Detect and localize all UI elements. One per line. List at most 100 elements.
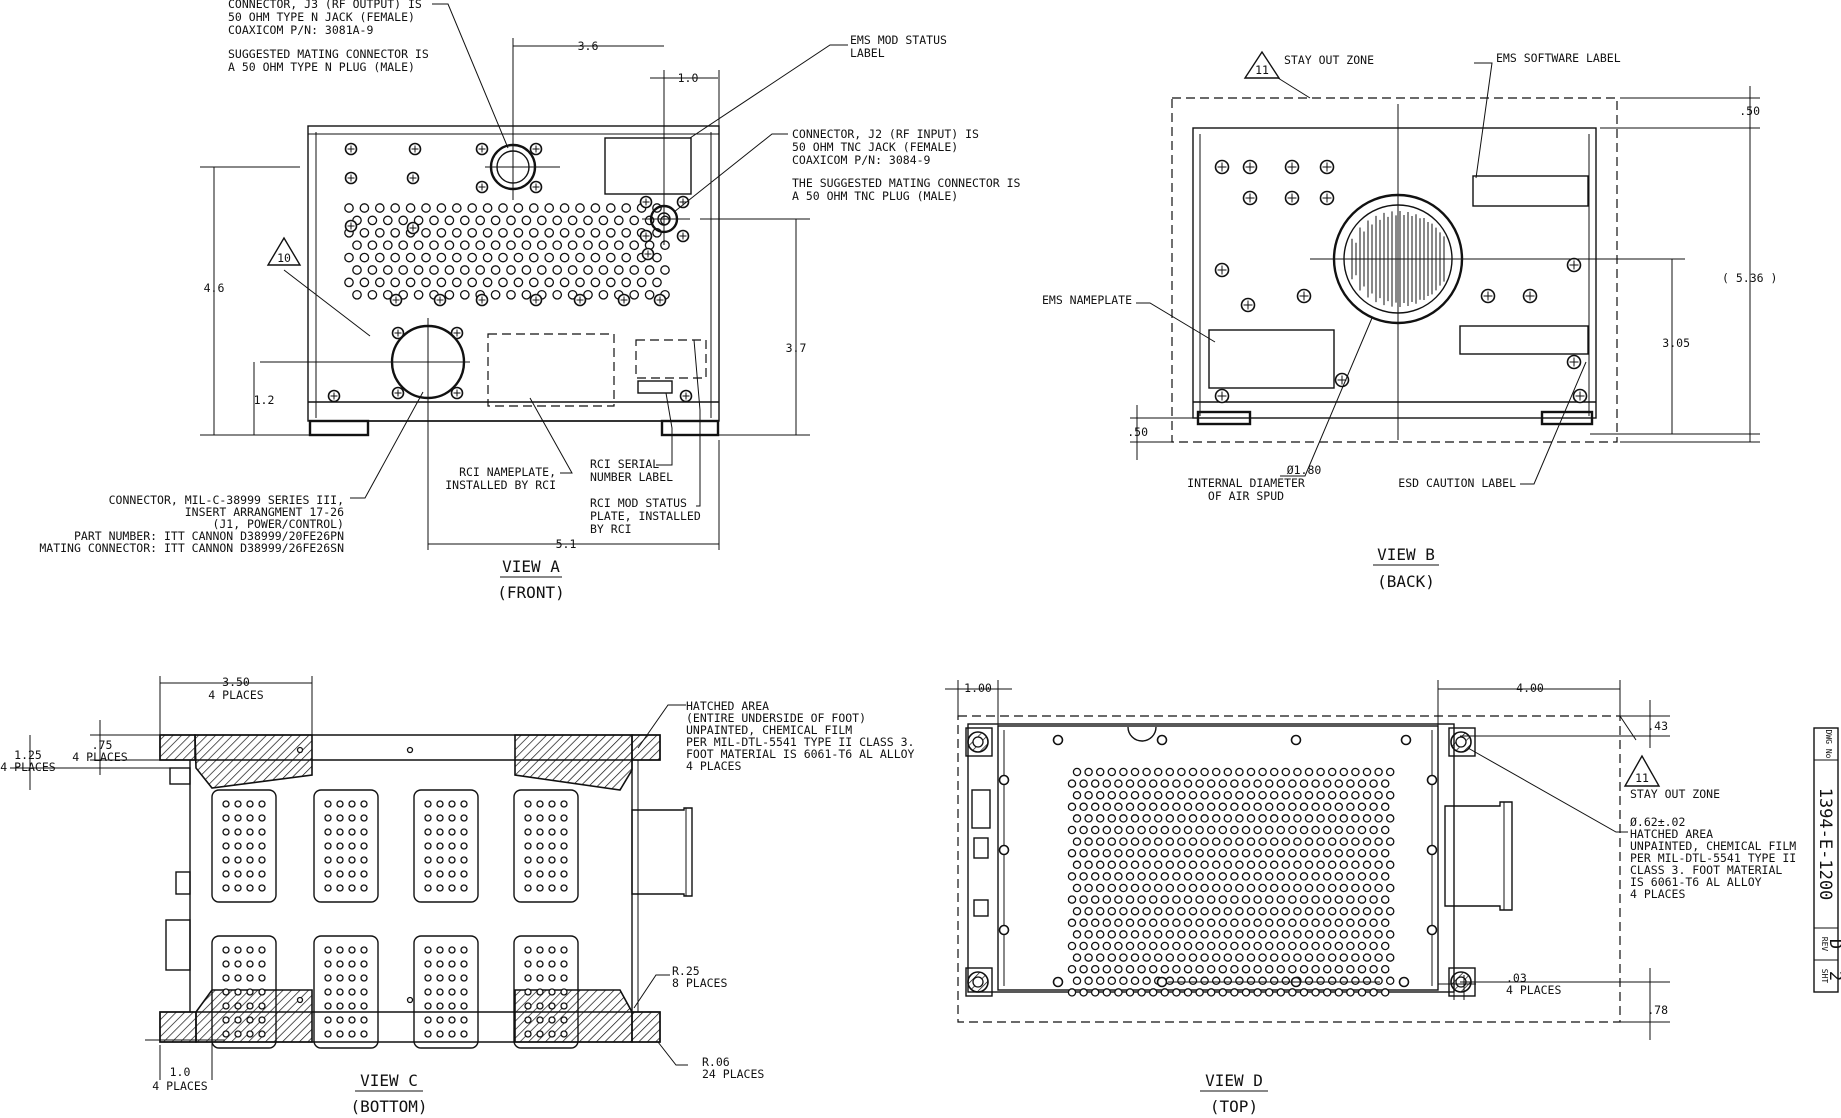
view-d-flag-11 — [1623, 754, 1661, 787]
vent-hole — [436, 828, 444, 836]
vent-hole — [222, 842, 230, 850]
vent-hole — [521, 265, 532, 275]
vent-hole — [258, 946, 266, 954]
vent-hole — [382, 215, 393, 226]
vent-hole — [1130, 906, 1140, 916]
vent-hole — [352, 240, 362, 251]
vent-hole — [1258, 976, 1267, 986]
vent-hole — [448, 814, 456, 822]
vent-hole — [644, 265, 655, 275]
vent-hole — [1322, 941, 1332, 951]
vent-hole — [1095, 930, 1105, 939]
vent-hole — [460, 800, 468, 808]
vent-hole — [1311, 825, 1320, 835]
vent-hole — [1327, 837, 1337, 846]
vent-hole — [1362, 930, 1372, 939]
vent-hole — [1304, 930, 1314, 939]
vent-hole — [405, 203, 416, 213]
vent-hole — [1200, 814, 1209, 823]
vent-hole — [1346, 895, 1355, 904]
vent-hole — [258, 870, 266, 878]
vent-hole — [1114, 779, 1123, 788]
vent-hole — [536, 856, 544, 864]
vent-hole — [1230, 872, 1239, 881]
vent-hole — [398, 240, 409, 251]
vent-hole — [1177, 790, 1186, 800]
vent-hole — [1172, 825, 1181, 835]
vent-hole — [448, 1016, 456, 1024]
vent-hole — [1200, 883, 1209, 893]
vent-hole — [1334, 872, 1344, 881]
vent-hole — [1142, 930, 1151, 939]
vent-hole — [234, 870, 242, 878]
vent-hole — [424, 1002, 432, 1010]
vent-hole — [1357, 848, 1367, 858]
vent-hole — [424, 814, 432, 822]
vent-hole — [1380, 918, 1390, 928]
vent-hole — [559, 252, 570, 263]
sht-label: SHT — [1820, 969, 1829, 984]
view-c-annotations: 3.50 4 PLACES .75 4 PLACES 1.25 4 PLACES… — [0, 675, 914, 1116]
vent-hole — [436, 856, 444, 864]
vent-hole — [1107, 976, 1117, 986]
vent-hole — [1137, 802, 1146, 812]
vent-hole — [548, 1002, 556, 1010]
vent-hole — [1137, 825, 1146, 835]
vent-hole — [436, 227, 447, 238]
vent-hole — [1269, 837, 1279, 846]
vent-hole — [324, 1030, 332, 1038]
vent-hole — [536, 842, 544, 850]
vent-hole — [1334, 941, 1344, 951]
vent-hole — [1327, 860, 1337, 870]
vent-hole — [436, 1030, 444, 1038]
vent-hole — [1322, 802, 1332, 812]
vent-hole — [348, 884, 356, 892]
screw-icon — [1156, 734, 1168, 746]
vent-hole — [1346, 848, 1355, 858]
view-d-screws — [998, 734, 1438, 988]
vent-hole — [1095, 906, 1105, 916]
vent-hole — [559, 277, 570, 288]
vent-hole — [246, 828, 254, 836]
dim-d-gap: .03 — [1506, 971, 1527, 985]
vent-hole — [1327, 976, 1337, 986]
vent-hole — [506, 289, 516, 300]
vent-hole — [336, 800, 344, 808]
vent-hole — [246, 1030, 254, 1038]
vent-hole — [1299, 941, 1309, 951]
vent-hole — [421, 227, 431, 238]
vent-hole — [1183, 941, 1193, 951]
vent-hole — [1172, 848, 1181, 858]
vent-hole — [246, 800, 254, 808]
vent-hole — [1183, 825, 1193, 835]
vent-hole — [536, 814, 544, 822]
vent-hole — [1072, 976, 1082, 986]
vent-hole — [1346, 941, 1355, 951]
dim-a-conn-height: 1.2 — [254, 393, 275, 407]
vent-hole — [1183, 848, 1193, 858]
vent-hole — [460, 884, 468, 892]
vent-hole — [1153, 883, 1163, 893]
vent-hole — [336, 870, 344, 878]
note-power-2: INSERT ARRANGMENT 17-26 — [185, 505, 344, 519]
vent-hole — [1165, 767, 1175, 777]
vent-hole — [258, 856, 266, 864]
vent-hole — [460, 870, 468, 878]
screw-icon — [1156, 976, 1168, 988]
vent-hole — [451, 277, 462, 288]
vent-hole — [1304, 906, 1314, 916]
vent-hole — [1253, 848, 1262, 858]
vent-hole — [1288, 802, 1297, 812]
vent-hole — [1374, 790, 1383, 800]
vent-hole — [1206, 964, 1216, 974]
dim-a-width-bottom: 5.1 — [556, 537, 577, 551]
vent-hole — [1246, 860, 1256, 870]
vent-hole — [324, 800, 332, 808]
vent-hole — [460, 974, 468, 982]
foot-bl-a — [159, 1011, 197, 1043]
note-rci-serial-1: RCI SERIAL — [590, 457, 659, 471]
vent-hole — [344, 203, 354, 213]
vent-hole — [575, 227, 585, 238]
vent-hole — [524, 960, 532, 968]
vent-hole — [424, 842, 432, 850]
